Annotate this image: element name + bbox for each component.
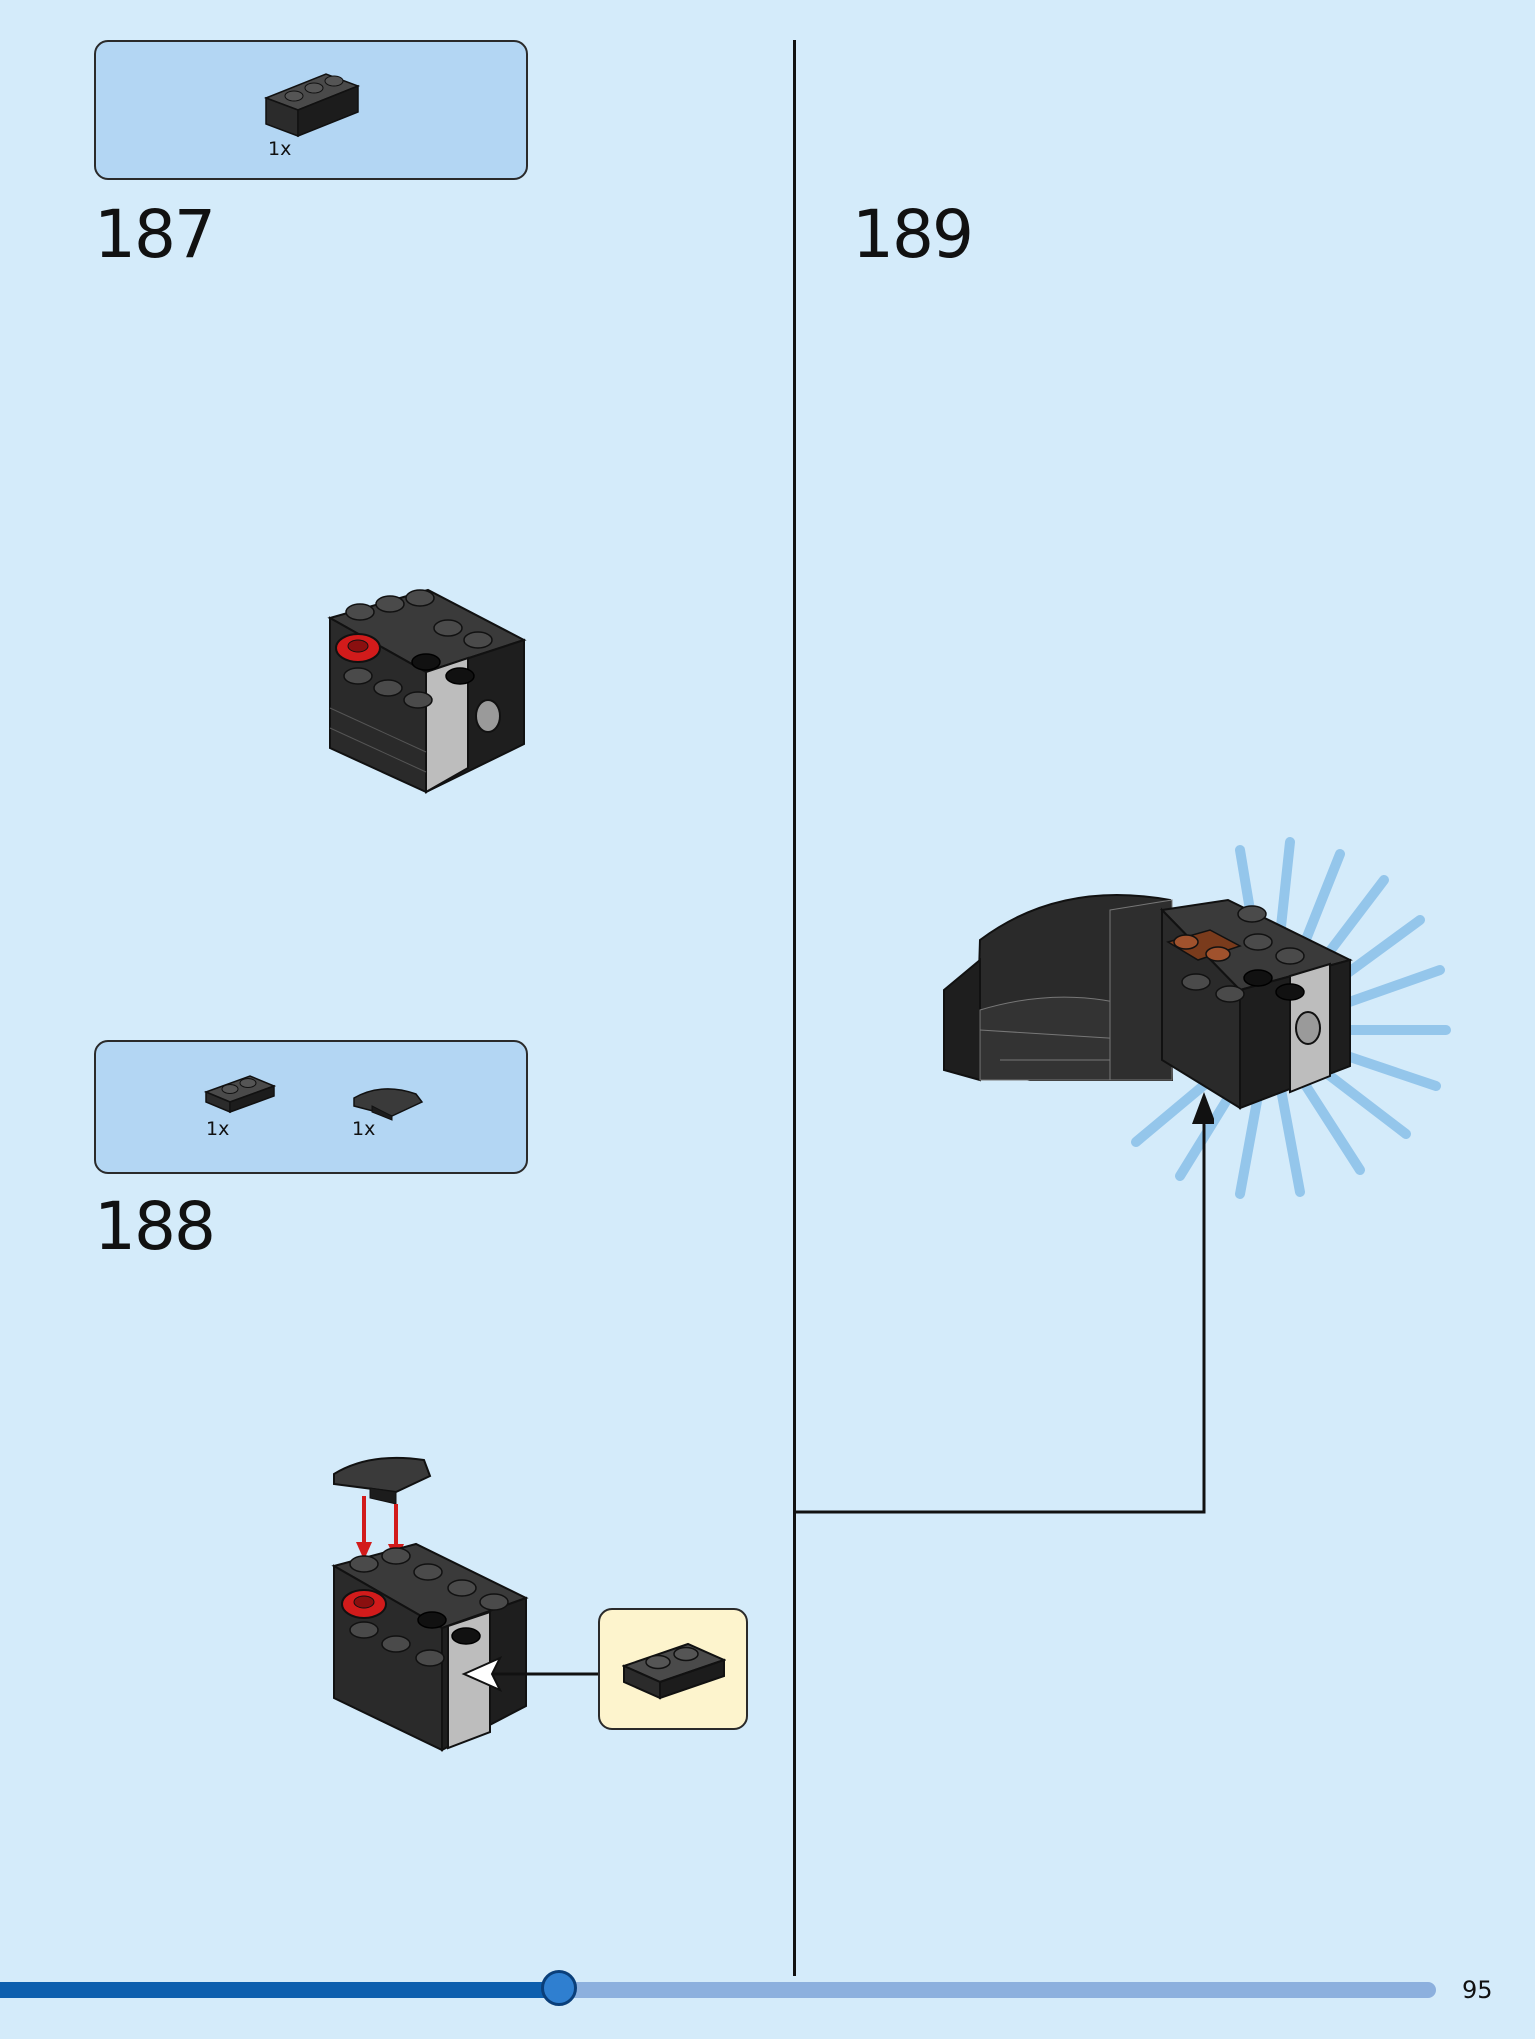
step-189-model-illustration [943, 837, 1451, 1199]
column-divider [793, 40, 796, 1976]
step-number-188: 188 [94, 1188, 216, 1265]
callout-arrow [461, 1655, 600, 1693]
step-188-model-illustration [331, 1456, 529, 1752]
curved-slope-icon [353, 1088, 424, 1121]
step-187-model-illustration [327, 588, 527, 794]
part-quantity: 1x [352, 1118, 376, 1140]
step-number-189: 189 [852, 196, 974, 273]
progress-bar [0, 1970, 1436, 2006]
parts-list-step-187: 1x [94, 40, 528, 180]
progress-marker [541, 1970, 577, 2006]
step-connector-arrow [794, 1092, 1214, 1514]
parts-list-step-188: 1x 1x [94, 1040, 528, 1174]
step-number-187: 187 [94, 196, 216, 273]
sub-assembly-callout [598, 1608, 748, 1730]
part-quantity: 1x [206, 1118, 230, 1140]
part-quantity: 1x [268, 138, 292, 160]
brick-1x3-icon [264, 73, 361, 138]
plate-1x2-icon [204, 1075, 276, 1114]
progress-fill [0, 1982, 559, 1998]
plate-1x2-icon [622, 1642, 726, 1700]
page-number: 95 [1462, 1976, 1493, 2004]
